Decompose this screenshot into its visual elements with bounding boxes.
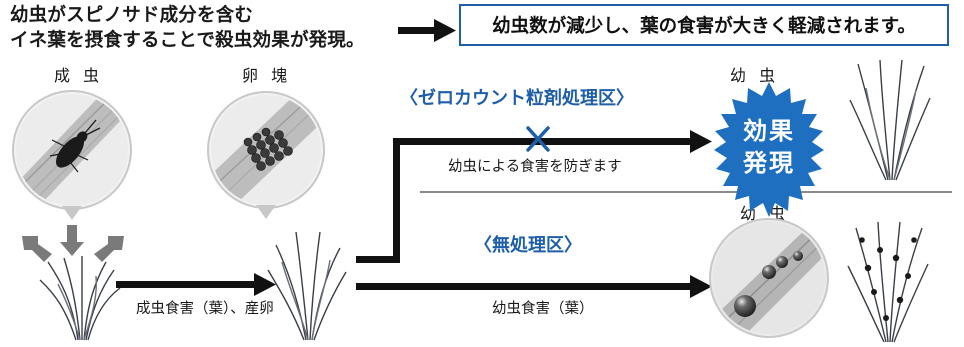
egg-mass-magnifier bbox=[207, 91, 325, 219]
effect-text-line-1: 効果 bbox=[743, 117, 795, 145]
egg-mass-label: 卵 塊 bbox=[242, 66, 292, 85]
treated-path-arrow bbox=[356, 130, 712, 263]
rice-plant-1 bbox=[39, 256, 121, 341]
result-box: 幼虫数が減少し、葉の食害が大きく軽減されます。 bbox=[459, 4, 949, 46]
blocked-x-icon bbox=[526, 126, 550, 152]
untreated-plot-title: 〈無処理区〉 bbox=[474, 235, 582, 256]
treated-plot-title: 〈ゼロカウント粒剤処理区〉 bbox=[400, 88, 634, 109]
beetle-icon bbox=[49, 119, 101, 173]
egg-cluster-icon bbox=[243, 127, 293, 171]
adult-damage-note: 成虫食害（葉）、産卵 bbox=[136, 301, 274, 317]
larva-damage-note: 幼虫食害（葉） bbox=[492, 301, 594, 317]
adult-to-egg-arrow bbox=[116, 273, 276, 296]
adult-beetle-magnifier bbox=[12, 90, 132, 220]
larva-magnifier bbox=[709, 218, 829, 338]
intro-line-2: イネ葉を摂食することで殺虫効果が発現。 bbox=[10, 30, 365, 51]
adult-landing-arrows bbox=[22, 225, 124, 262]
effect-text-line-2: 発現 bbox=[743, 149, 795, 177]
intro-to-result-arrow bbox=[398, 19, 456, 42]
adult-label: 成 虫 bbox=[54, 66, 104, 85]
rice-plant-2 bbox=[267, 231, 347, 341]
blocked-damage-note: 幼虫による食害を防ぎます bbox=[448, 159, 622, 175]
rice-plant-healthy bbox=[849, 59, 931, 181]
intro-line-1: 幼虫がスピノサド成分を含む bbox=[10, 5, 254, 26]
untreated-path-arrow bbox=[356, 275, 712, 298]
rice-plant-damaged bbox=[847, 221, 929, 343]
larva-label-top: 幼 虫 bbox=[730, 66, 780, 85]
larva-droplets-icon bbox=[734, 251, 803, 317]
result-text: 幼虫数が減少し、葉の食害が大きく軽減されます。 bbox=[492, 16, 916, 37]
effect-burst-badge bbox=[714, 82, 824, 217]
